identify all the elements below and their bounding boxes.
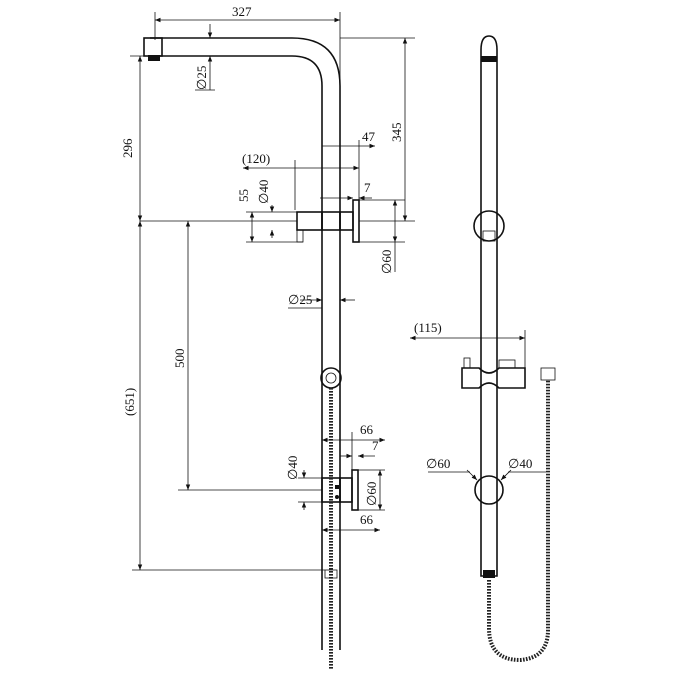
- front-lower-bracket: [466, 469, 512, 505]
- dim-bracket-gap: 7: [364, 180, 371, 195]
- front-slider-holder: [461, 357, 526, 389]
- dim-upper-offset: 47: [362, 129, 376, 144]
- dim-lower-bracket-dia: ∅40: [285, 456, 300, 480]
- dim-bracket-plate: ∅60: [379, 250, 394, 274]
- front-view: (115) ∅60 ∅40: [410, 35, 556, 663]
- dim-lower-span: 500: [172, 349, 187, 369]
- dim-lower-plate: ∅60: [364, 482, 379, 506]
- dim-total-height: 345: [389, 123, 404, 143]
- dim-lower-plate-depth: 66: [360, 512, 374, 527]
- dim-rail-length: (651): [122, 388, 137, 416]
- dim-bracket-depth: (120): [242, 151, 270, 166]
- dim-arm-dia: ∅25: [194, 66, 209, 90]
- dim-bracket-dia: ∅40: [256, 180, 271, 204]
- slider-holder: [320, 367, 342, 389]
- dim-lower-offset: 66: [360, 422, 374, 437]
- dim-bracket-height: 55: [236, 189, 251, 202]
- upper-wall-bracket: [296, 199, 360, 243]
- side-view: 327 ∅25 296 345 47 (120) ∅40 55 7 ∅60 ∅2…: [120, 4, 415, 670]
- dim-head-height: 296: [120, 138, 135, 158]
- front-hose: [487, 380, 550, 663]
- front-dimensions: [410, 330, 546, 473]
- dim-front-bracket-dia: ∅40: [508, 456, 532, 471]
- dim-lower-gap: 7: [372, 438, 379, 453]
- dim-arm-length: 327: [232, 4, 252, 19]
- front-rail: [480, 35, 498, 577]
- shower-arm: [143, 37, 341, 650]
- dim-holder-width: (115): [414, 320, 442, 335]
- front-upper-bracket: [473, 210, 505, 242]
- side-dimensions: [130, 12, 415, 571]
- dim-front-plate-dia: ∅60: [426, 456, 450, 471]
- dim-rail-dia: ∅25: [288, 292, 312, 307]
